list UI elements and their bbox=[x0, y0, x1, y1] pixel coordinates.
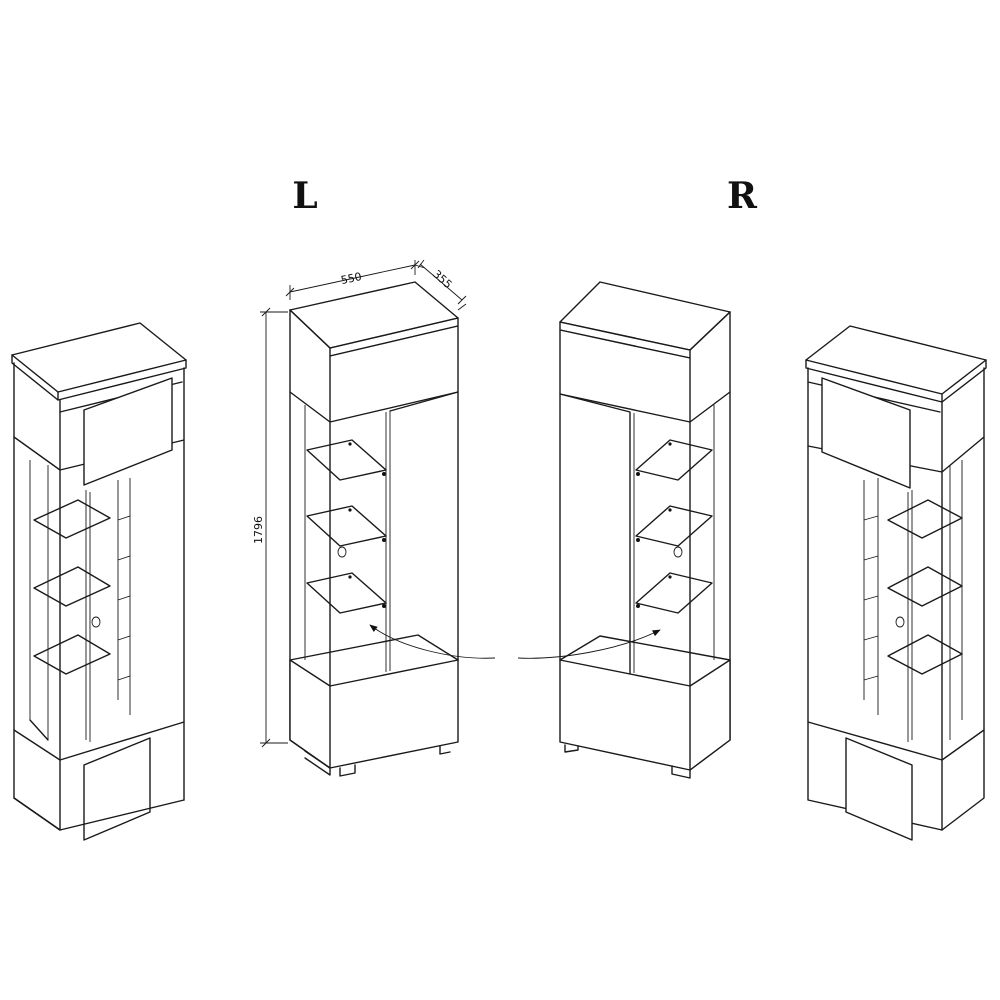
right-label: R bbox=[727, 175, 758, 217]
mirror-arrows bbox=[369, 624, 661, 659]
dimension-lines bbox=[260, 259, 467, 748]
left-label: L bbox=[292, 175, 317, 217]
left-cabinet-front-view bbox=[289, 281, 459, 777]
height-dimension: 1796 bbox=[252, 516, 265, 544]
left-cabinet-open-view bbox=[11, 322, 187, 841]
right-cabinet-open-view bbox=[805, 325, 987, 841]
width-dimension: 550 bbox=[340, 270, 363, 287]
right-cabinet-front-view bbox=[559, 281, 731, 779]
depth-dimension: 355 bbox=[430, 268, 454, 292]
